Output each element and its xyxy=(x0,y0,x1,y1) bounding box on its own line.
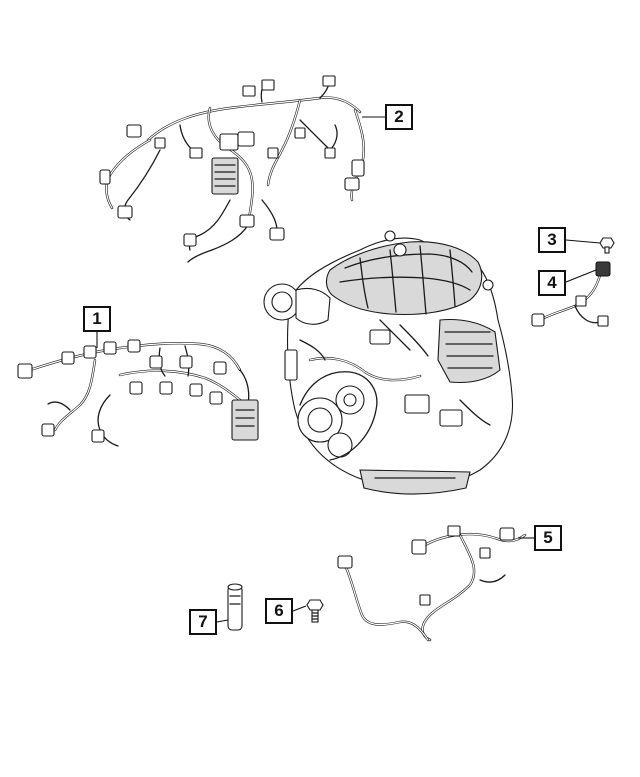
callout-label: 2 xyxy=(394,107,404,126)
leader-lines xyxy=(96,116,601,623)
jumper-harness-part-5[interactable] xyxy=(337,525,527,642)
sleeve-part-7[interactable] xyxy=(227,583,243,631)
screw-part-6[interactable] xyxy=(306,599,324,623)
callout-label: 4 xyxy=(547,273,557,292)
callout-label: 7 xyxy=(198,612,208,631)
callout-5[interactable]: 5 xyxy=(534,525,562,551)
callout-label: 5 xyxy=(543,528,553,547)
callout-7[interactable]: 7 xyxy=(189,609,217,635)
callout-label: 1 xyxy=(92,309,102,328)
callout-6[interactable]: 6 xyxy=(265,598,293,624)
upper-wiring-harness[interactable] xyxy=(99,75,365,263)
callout-3[interactable]: 3 xyxy=(538,227,566,253)
engine-assembly xyxy=(263,230,514,495)
callout-2[interactable]: 2 xyxy=(385,104,413,130)
callout-label: 3 xyxy=(547,230,557,249)
lower-wiring-harness[interactable] xyxy=(17,339,259,447)
callout-4[interactable]: 4 xyxy=(538,270,566,296)
callout-1[interactable]: 1 xyxy=(83,306,111,332)
bolt-part-3[interactable] xyxy=(599,237,615,254)
sensor-harness-part-4[interactable] xyxy=(531,261,611,327)
callout-label: 6 xyxy=(274,601,284,620)
